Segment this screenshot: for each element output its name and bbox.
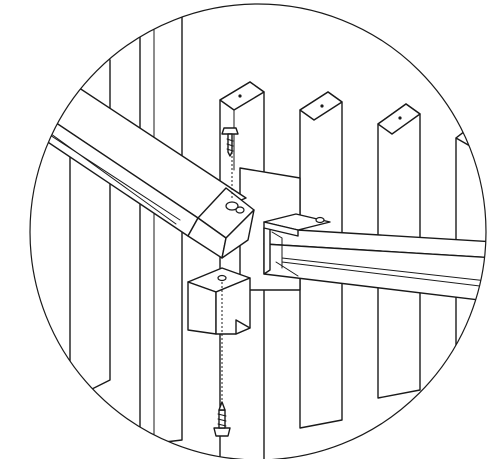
rail-end-connector — [187, 187, 255, 259]
fence-slat-5 — [455, 117, 486, 361]
lower-u-bracket — [187, 267, 251, 335]
top-screw-icon — [221, 127, 239, 157]
upper-rail-bracket — [263, 213, 331, 237]
detail-circle-border — [29, 3, 487, 459]
horizontal-rail — [263, 223, 486, 303]
bottom-screw-icon — [213, 401, 231, 437]
